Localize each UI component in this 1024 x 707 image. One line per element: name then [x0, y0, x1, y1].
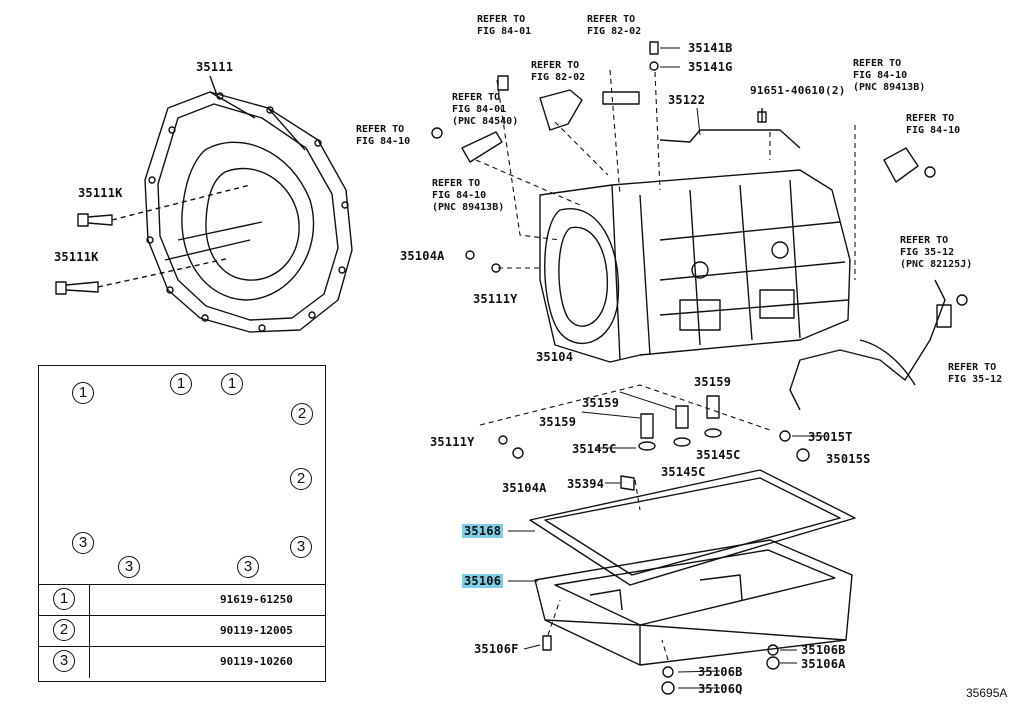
refer-fig-84-01-note: REFER TO FIG 84-01 [477, 14, 532, 37]
inset-marker-1-left: 1 [72, 382, 94, 404]
bolt-table-key-2: 2 [53, 619, 75, 641]
bolt-part-number-2: 90119-12005 [220, 624, 293, 637]
part-35104a-lower-label: 35104A [502, 481, 547, 495]
housing-bolt-lower-drawing [55, 257, 231, 295]
inset-marker-3-bottom-left: 3 [118, 556, 140, 578]
oil-pan-gasket-drawing [529, 469, 856, 586]
part-35015t-label: 35015T [808, 430, 853, 444]
inset-marker-3-right: 3 [290, 536, 312, 558]
part-35145c-lower-label: 35145C [661, 465, 706, 479]
bolt-table-key-1: 1 [53, 588, 75, 610]
part-35122-label: 35122 [668, 93, 706, 107]
inset-marker-3-left: 3 [72, 532, 94, 554]
refer-fig-82-02-note: REFER TO FIG 82-02 [531, 60, 586, 83]
refer-fig-84-10-pnc-right-note: REFER TO FIG 84-10 (PNC 89413B) [853, 58, 926, 93]
part-35111k-upper-label: 35111K [78, 186, 123, 200]
housing-bolt-upper-drawing [77, 184, 251, 227]
transmission-case-drawing [539, 169, 851, 363]
refer-fig-35-12-note: REFER TO FIG 35-12 [948, 362, 1003, 385]
inset-marker-2-upper: 2 [291, 403, 313, 425]
leader-lines [508, 47, 825, 689]
part-35111y-lower-label: 35111Y [430, 435, 475, 449]
part-35106q-label: 35106Q [698, 682, 743, 696]
bolt-part-number-3: 90119-10260 [220, 655, 293, 668]
part-35111y-upper-label: 35111Y [473, 292, 518, 306]
part-35111k-lower-label: 35111K [54, 250, 99, 264]
part-35141g-label: 35141G [688, 60, 733, 74]
refer-fig-35-12-pnc-note: REFER TO FIG 35-12 (PNC 82125J) [900, 235, 973, 270]
part-35106a-label: 35106A [801, 657, 846, 671]
part-35159-upper-label: 35159 [582, 396, 620, 410]
refer-fig-84-10-left-note: REFER TO FIG 84-10 [356, 124, 411, 147]
bolt-table-row-1: 91619-61250 [39, 584, 325, 616]
inset-marker-1-right: 1 [221, 373, 243, 395]
oil-pan-drawing [534, 539, 853, 666]
part-35015s-label: 35015S [826, 452, 871, 466]
inset-marker-1-center: 1 [170, 373, 192, 395]
bolt-table-row-2: 90119-12005 [39, 615, 325, 647]
part-35141b-label: 35141B [688, 41, 733, 55]
part-35106-label-highlighted[interactable]: 35106 [462, 574, 504, 588]
part-35106b-right-label: 35106B [801, 643, 846, 657]
bolt-table-row-3: 90119-10260 [39, 646, 325, 678]
sensor-solenoid-drawings [431, 41, 968, 411]
part-35394-label: 35394 [567, 477, 605, 491]
part-35106b-lower-label: 35106B [698, 665, 743, 679]
part-35104-label: 35104 [536, 350, 574, 364]
refer-fig-84-10-right-note: REFER TO FIG 84-10 [906, 113, 961, 136]
part-35168-label-highlighted[interactable]: 35168 [462, 524, 504, 538]
part-35159-right-label: 35159 [694, 375, 732, 389]
part-35104a-upper-label: 35104A [400, 249, 445, 263]
bolt-location-inset: 91619-61250 90119-12005 90119-10260 [38, 365, 326, 682]
part-35106f-label: 35106F [474, 642, 519, 656]
inset-marker-3-bottom-right: 3 [237, 556, 259, 578]
part-91651-label: 91651-40610(2) [750, 84, 846, 97]
valve-parts-drawings [465, 250, 810, 695]
transmission-housing-drawing [144, 91, 353, 333]
part-35111-label: 35111 [196, 60, 234, 74]
refer-fig-84-01-pnc-note: REFER TO FIG 84-01 (PNC 84540) [452, 92, 519, 127]
bolt-part-number-1: 91619-61250 [220, 593, 293, 606]
part-35145c-left-label: 35145C [572, 442, 617, 456]
part-35145c-right-label: 35145C [696, 448, 741, 462]
part-35159-left-label: 35159 [539, 415, 577, 429]
bolt-table-key-3: 3 [53, 650, 75, 672]
figure-code: 35695A [966, 686, 1008, 700]
dashed-callout-lines [475, 69, 856, 661]
refer-fig-82-02-top-note: REFER TO FIG 82-02 [587, 14, 642, 37]
inset-marker-2-lower: 2 [290, 468, 312, 490]
refer-fig-84-10-pnc-left-note: REFER TO FIG 84-10 (PNC 89413B) [432, 178, 505, 213]
